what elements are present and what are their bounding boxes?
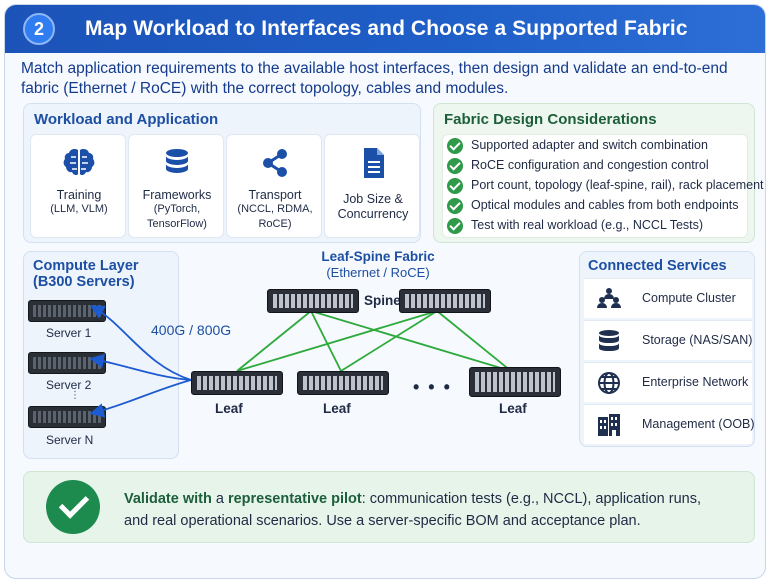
leaf-switch-icon: [297, 371, 389, 395]
share-nodes-icon: [263, 149, 287, 177]
fabric-design-list: Supported adapter and switch combination…: [442, 134, 764, 238]
service-label: Compute Cluster: [642, 291, 736, 305]
fabric-design-panel: Fabric Design Considerations Supported a…: [433, 103, 764, 243]
check-icon: [447, 158, 463, 174]
brain-icon: [63, 149, 95, 176]
workload-title: Workload and Application: [34, 111, 219, 128]
check-icon: [447, 138, 463, 154]
service-label: Enterprise Network: [642, 375, 749, 389]
check-circle-icon: [46, 480, 100, 534]
leaf-label: Leaf: [499, 401, 527, 416]
check-icon: [447, 218, 463, 234]
fabric-link: [310, 310, 512, 372]
workload-card-jobsize: Job Size & Concurrency: [324, 134, 420, 238]
step-badge: 2: [23, 13, 55, 45]
server-icon: [28, 352, 106, 374]
workload-card-training: Training (LLM, VLM): [30, 134, 126, 238]
server-icon: [28, 300, 106, 322]
header-bar: 2 Map Workload to Interfaces and Choose …: [5, 5, 765, 53]
workload-card-label: Frameworks: [142, 188, 212, 202]
page-title: Map Workload to Interfaces and Choose a …: [85, 17, 688, 40]
server-link: [89, 305, 192, 381]
vertical-ellipsis: ⋮: [70, 390, 80, 401]
validate-bold-1: Validate with: [124, 491, 212, 507]
service-item-storage: Storage (NAS/SAN): [584, 320, 752, 360]
fabric-design-title: Fabric Design Considerations: [444, 111, 657, 128]
spine-label: Spine: [364, 293, 401, 308]
check-icon: [447, 178, 463, 194]
connected-services-panel: Connected Services Compute Cluster Stora…: [579, 251, 755, 447]
building-icon: [598, 414, 620, 436]
workload-card-sub: (NCCL, RDMA, RoCE): [237, 203, 313, 230]
intro-text: Match application requirements to the av…: [21, 60, 728, 97]
fabric-link: [436, 310, 512, 372]
horizontal-ellipsis: • • •: [413, 377, 452, 397]
fabric-subtitle: (Ethernet / RoCE): [326, 265, 430, 280]
fabric-link: [236, 310, 312, 372]
service-label: Storage (NAS/SAN): [642, 333, 753, 347]
validate-line-2: and real operational scenarios. Use a se…: [124, 513, 641, 529]
service-item-compute-cluster: Compute Cluster: [584, 278, 752, 318]
compute-layer-title-line1: Compute Layer: [33, 258, 139, 274]
leaf-label: Leaf: [215, 401, 243, 416]
topology-links: [89, 305, 512, 418]
workload-card-sub: Concurrency: [337, 207, 409, 221]
people-icon: [597, 288, 621, 308]
validate-rest: : communication tests (e.g., NCCL), appl…: [361, 491, 702, 507]
fabric-link: [340, 310, 438, 372]
workload-card-sub: (LLM, VLM): [50, 203, 108, 215]
document-icon: [364, 148, 384, 178]
service-label: Management (OOB): [642, 417, 755, 431]
workload-card-transport: Transport (NCCL, RDMA, RoCE): [226, 134, 322, 238]
fabric-link: [310, 310, 342, 372]
connected-services-title: Connected Services: [588, 258, 727, 274]
spine-switch-icon: [267, 289, 359, 313]
workload-card-sub: (PyTorch, TensorFlow): [147, 203, 207, 230]
globe-icon: [598, 372, 620, 394]
storage-icon: [599, 330, 619, 351]
check-icon: [447, 198, 463, 214]
compute-layer-title-line2: (B300 Servers): [33, 274, 135, 290]
fabric-link: [236, 310, 438, 372]
leaf-switch-icon: [469, 367, 561, 397]
validate-mid: a: [211, 491, 228, 507]
server-link: [89, 379, 192, 418]
server-label: Server 1: [46, 326, 92, 340]
workload-card-label: Job Size &: [343, 192, 403, 206]
leaf-label: Leaf: [323, 401, 351, 416]
slide-frame: 2 Map Workload to Interfaces and Choose …: [4, 4, 766, 579]
validate-panel: Validate with a representative pilot: co…: [23, 471, 755, 543]
validate-bold-2: representative pilot: [227, 491, 362, 507]
server-link: [89, 353, 192, 381]
service-item-management: Management (OOB): [584, 404, 755, 444]
fabric-title: Leaf-Spine Fabric (Ethernet / RoCE): [303, 249, 453, 281]
validate-text: Validate with a representative pilot: co…: [124, 488, 744, 532]
server-icon: [28, 406, 106, 428]
spine-switch-icon: [399, 289, 491, 313]
service-item-enterprise-network: Enterprise Network: [584, 362, 752, 402]
fabric-title-main: Leaf-Spine Fabric: [321, 249, 435, 264]
workload-card-frameworks: Frameworks (PyTorch, TensorFlow): [128, 134, 224, 238]
workload-card-label: Transport: [248, 188, 302, 202]
database-icon: [166, 149, 188, 173]
leaf-switch-icon: [191, 371, 283, 395]
compute-layer-title: Compute Layer (B300 Servers): [33, 258, 139, 290]
server-label: Server 2: [46, 378, 92, 392]
link-speed-label: 400G / 800G: [151, 322, 232, 338]
workload-card-label: Training: [56, 188, 102, 202]
server-label: Server N: [46, 433, 94, 447]
workload-panel: Workload and Application Training (LLM, …: [23, 103, 421, 243]
